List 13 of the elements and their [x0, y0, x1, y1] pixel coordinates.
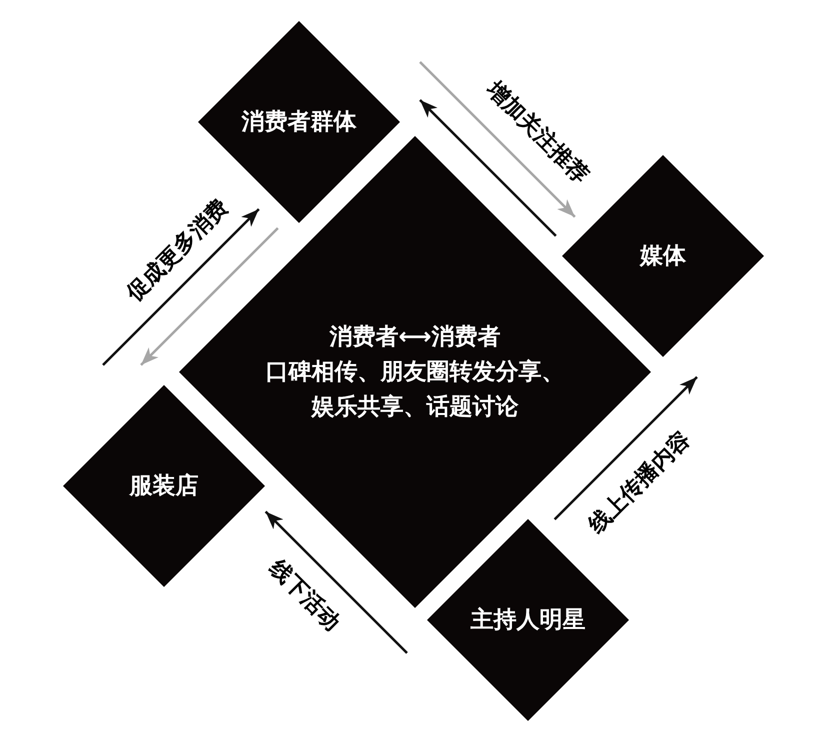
- arrow: [102, 208, 260, 366]
- arrow: [419, 61, 576, 218]
- arrow: [140, 227, 279, 366]
- arrow: [264, 510, 408, 654]
- diamond-node: [63, 385, 265, 587]
- node-label: 消费者群体: [242, 108, 356, 136]
- arrow: [419, 99, 557, 237]
- node-label: 服装店: [130, 472, 198, 500]
- node-label: 口碑相传、朋友圈转发分享、娱乐共享、话题讨论: [264, 358, 566, 422]
- node-label: 主持人明星: [470, 606, 586, 634]
- node-label: 媒体: [640, 242, 686, 270]
- arrow: [554, 376, 698, 520]
- node-label: 消费者⟷消费者: [330, 322, 500, 352]
